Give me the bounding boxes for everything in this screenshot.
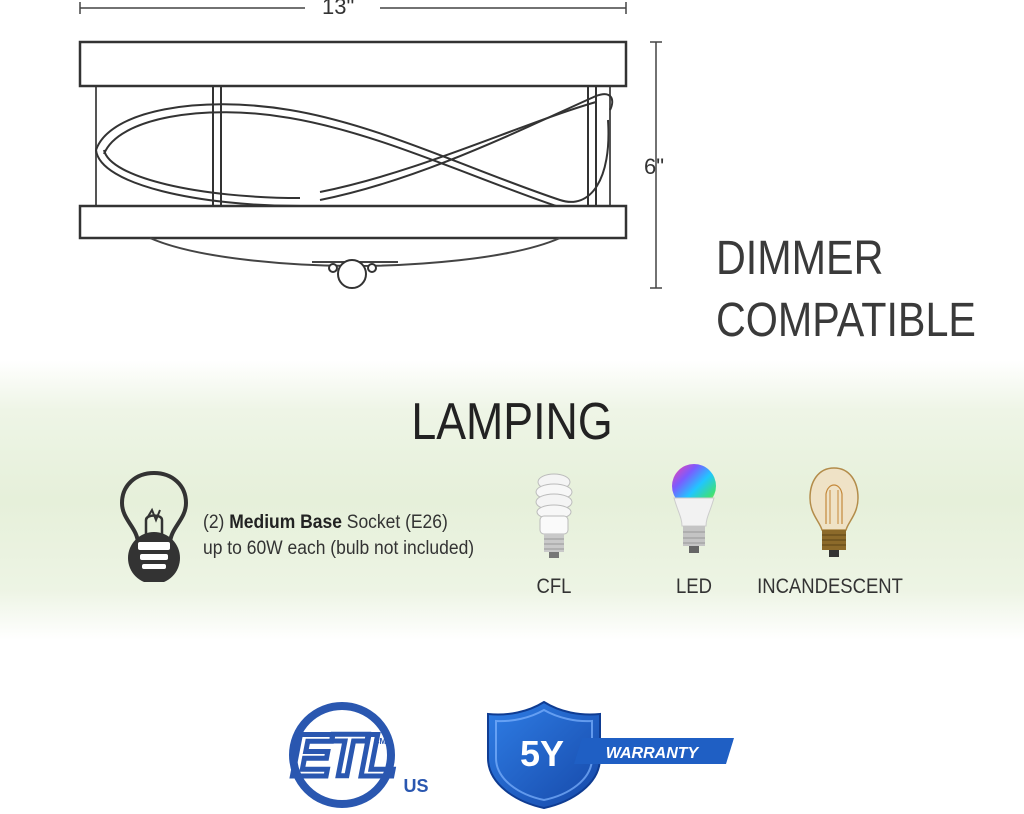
dimmer-line-1: DIMMER bbox=[716, 232, 884, 285]
warranty-years: 5Y bbox=[520, 733, 564, 774]
socket-spec-line-1: (2) Medium Base Socket (E26) bbox=[203, 510, 474, 536]
cfl-bulb-icon bbox=[535, 473, 573, 558]
bottom-band bbox=[78, 204, 628, 240]
socket-count: (2) bbox=[203, 512, 225, 533]
bulb-label-led: LED bbox=[676, 575, 712, 598]
decorative-loop-1 bbox=[95, 103, 610, 203]
socket-type: Socket (E26) bbox=[346, 512, 448, 533]
lightbulb-icon bbox=[119, 470, 189, 582]
led-bulb-icon bbox=[672, 464, 716, 553]
dimmer-compatible-heading: DIMMER COMPATIBLE bbox=[716, 228, 976, 352]
top-band bbox=[78, 40, 628, 88]
etl-cm-mark: CM bbox=[374, 737, 387, 746]
warranty-badge: 5Y WARRANTY bbox=[487, 700, 734, 810]
bulb-label-incandescent: INCANDESCENT bbox=[757, 575, 903, 598]
bulb-label-cfl: CFL bbox=[536, 575, 572, 598]
socket-base: Medium Base bbox=[229, 512, 342, 533]
decorative-loop-2 bbox=[95, 93, 614, 207]
fixture-diagram bbox=[78, 2, 662, 289]
etl-us-mark: US bbox=[403, 776, 428, 796]
etl-certification-logo: ETL CM US bbox=[289, 702, 429, 808]
lamping-title: LAMPING bbox=[411, 393, 613, 451]
shield-icon bbox=[487, 700, 601, 810]
socket-spec: (2) Medium Base Socket (E26) up to 60W e… bbox=[203, 510, 474, 562]
socket-spec-line-2: up to 60W each (bulb not included) bbox=[203, 538, 475, 559]
height-label: 6" bbox=[644, 154, 665, 179]
dimmer-line-2: COMPATIBLE bbox=[716, 294, 976, 347]
etl-letters: ETL bbox=[291, 722, 394, 789]
glass-drum bbox=[95, 86, 611, 207]
incandescent-bulb-icon bbox=[809, 467, 859, 557]
warranty-ribbon bbox=[574, 738, 734, 764]
finial bbox=[337, 259, 367, 289]
width-label: 13" bbox=[322, 0, 355, 19]
warranty-text: WARRANTY bbox=[606, 745, 700, 762]
